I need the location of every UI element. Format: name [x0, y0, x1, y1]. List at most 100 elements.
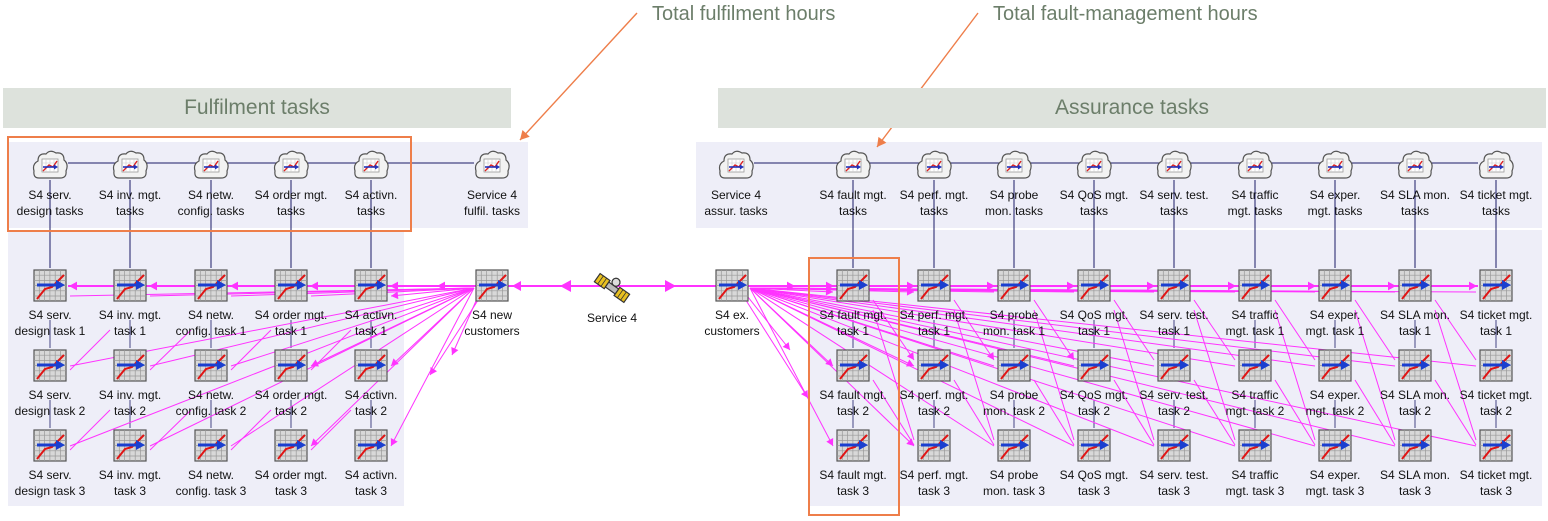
assur-task-0-3[interactable]: S4 fault mgt.task 3 [798, 428, 908, 500]
assur-task-1-1-label-line-1: S4 perf. mgt. [899, 308, 969, 322]
fulfil-task-0-1[interactable]: S4 serv.design task 1 [0, 268, 105, 340]
fulfil-task-2-2[interactable]: S4 netw.config. task 2 [156, 348, 266, 420]
a-cross-0-c [872, 379, 915, 446]
f-cross-2-b [230, 409, 272, 451]
assur-agg-4-label-line-1: S4 serv. test. [1139, 188, 1209, 202]
assur-task-6-1[interactable]: S4 exper.mgt. task 1 [1280, 268, 1390, 340]
a-cross-1-a [953, 299, 995, 361]
assur-task-8-1-label: S4 ticket mgt.task 1 [1460, 307, 1533, 339]
assur-task-1-2-label-line-1: S4 perf. mgt. [899, 388, 969, 402]
assur-agg-0[interactable]: S4 fault mgt.tasks [798, 148, 908, 220]
assur-task-4-2[interactable]: S4 serv. test.task 2 [1119, 348, 1229, 420]
fulfilment-banner-title: Fulfilment tasks [184, 96, 330, 119]
chart-icon [836, 349, 870, 382]
assur-task-6-2[interactable]: S4 exper.mgt. task 2 [1280, 348, 1390, 420]
new-to-f4-t3 [390, 287, 475, 447]
chart-icon [354, 349, 388, 382]
fulfil-task-4-1[interactable]: S4 activn.task 1 [316, 268, 426, 340]
fulfil-agg-2[interactable]: S4 netw.config. tasks [156, 148, 266, 220]
cloud-chart-icon [32, 150, 68, 179]
assur-task-7-1[interactable]: S4 SLA mon.task 1 [1360, 268, 1470, 340]
assur-agg-5-label-line-2: mgt. tasks [1227, 204, 1283, 218]
ex-down-2-arrow [800, 390, 808, 398]
fulfil-task-1-2[interactable]: S4 inv. mgt.task 2 [75, 348, 185, 420]
service-node[interactable]: Service 4 [567, 270, 657, 326]
fulfil-agg-1[interactable]: S4 inv. mgt.tasks [75, 148, 185, 220]
cloud-chart-icon [273, 150, 309, 179]
assur-agg-8[interactable]: S4 ticket mgt.tasks [1441, 148, 1548, 220]
chart-icon [33, 429, 67, 462]
fulfil-task-0-3[interactable]: S4 serv.design task 3 [0, 428, 105, 500]
assur-task-1-3[interactable]: S4 perf. mgt.task 3 [879, 428, 989, 500]
fulfil-task-3-3[interactable]: S4 order mgt.task 3 [236, 428, 346, 500]
a-cross-6-b [1354, 309, 1396, 441]
fulfil-task-2-3[interactable]: S4 netw.config. task 3 [156, 428, 266, 500]
assur-task-0-1[interactable]: S4 fault mgt.task 1 [798, 268, 908, 340]
assur-task-4-3[interactable]: S4 serv. test.task 3 [1119, 428, 1229, 500]
assur-task-8-3[interactable]: S4 ticket mgt.task 3 [1441, 428, 1548, 500]
fulfil-task-2-1[interactable]: S4 netw.config. task 1 [156, 268, 266, 340]
fulfil-agg-0-label: S4 serv.design tasks [17, 187, 84, 219]
existing-customers-node[interactable]: S4 ex.customers [677, 268, 787, 340]
assur-task-7-2[interactable]: S4 SLA mon.task 2 [1360, 348, 1470, 420]
assur-task-4-1[interactable]: S4 serv. test.task 1 [1119, 268, 1229, 340]
assur-task-1-2[interactable]: S4 perf. mgt.task 2 [879, 348, 989, 420]
assur-agg-7-label-line-2: tasks [1400, 204, 1429, 218]
fulfil-task-4-2-label: S4 activn.task 2 [345, 387, 398, 419]
assur-agg-1-label-line-2: tasks [919, 204, 948, 218]
fulfil-task-3-2-label: S4 order mgt.task 2 [255, 387, 328, 419]
fulfil-task-1-3[interactable]: S4 inv. mgt.task 3 [75, 428, 185, 500]
assur-task-3-1[interactable]: S4 QoS mgt.task 1 [1039, 268, 1149, 340]
fulfil-agg-0[interactable]: S4 serv.design tasks [0, 148, 105, 220]
assur-agg-6[interactable]: S4 exper.mgt. tasks [1280, 148, 1390, 220]
assur-task-3-3[interactable]: S4 QoS mgt.task 3 [1039, 428, 1149, 500]
assur-task-3-2[interactable]: S4 QoS mgt.task 2 [1039, 348, 1149, 420]
assur-task-0-1-label-line-2: task 1 [836, 324, 869, 338]
assur-task-6-3-label-line-1: S4 exper. [1309, 468, 1361, 482]
assur-task-6-1-label-line-1: S4 exper. [1309, 308, 1361, 322]
fulfil-task-4-2[interactable]: S4 activn.task 2 [316, 348, 426, 420]
assur-task-6-3[interactable]: S4 exper.mgt. task 3 [1280, 428, 1390, 500]
chart-icon [1318, 269, 1352, 302]
fulfil-task-0-2[interactable]: S4 serv.design task 2 [0, 348, 105, 420]
assur-task-8-2[interactable]: S4 ticket mgt.task 2 [1441, 348, 1548, 420]
ex-to-a3-t3 [749, 287, 1075, 447]
assur-task-8-1[interactable]: S4 ticket mgt.task 1 [1441, 268, 1548, 340]
a-cross-5-c [1274, 379, 1316, 446]
fulfil-agg-4[interactable]: S4 activn.tasks [316, 148, 426, 220]
assur-agg-8-label-line-2: tasks [1481, 204, 1510, 218]
fulfil-agg-3[interactable]: S4 order mgt.tasks [236, 148, 346, 220]
fulfil-task-3-1-label: S4 order mgt.task 1 [255, 307, 328, 339]
a-cross-5-b [1274, 309, 1316, 441]
assur-task-7-3[interactable]: S4 SLA mon.task 3 [1360, 428, 1470, 500]
fulfil-task-3-1[interactable]: S4 order mgt.task 1 [236, 268, 346, 340]
assur-agg-4-label-line-2: tasks [1159, 204, 1188, 218]
a-cross-2-a [1033, 299, 1075, 361]
fulfil-task-1-3-label-line-1: S4 inv. mgt. [98, 468, 162, 482]
assur-agg-3[interactable]: S4 QoS mgt.tasks [1039, 148, 1149, 220]
assur-task-1-1[interactable]: S4 perf. mgt.task 1 [879, 268, 989, 340]
fulfil-task-3-2[interactable]: S4 order mgt.task 2 [236, 348, 346, 420]
fulfil-task-4-3[interactable]: S4 activn.task 3 [316, 428, 426, 500]
f-cross-1-a [149, 329, 192, 371]
fulfil-main-arrow-4 [390, 281, 398, 291]
assur-agg-2-label-line-2: mon. tasks [984, 204, 1044, 218]
assur-agg-4[interactable]: S4 serv. test. tasks [1119, 148, 1229, 220]
fulfil-task-2-2-label-line-1: S4 netw. [187, 388, 235, 402]
fulfil-task-1-1[interactable]: S4 inv. mgt.task 1 [75, 268, 185, 340]
assur-task-0-2[interactable]: S4 fault mgt.task 2 [798, 348, 908, 420]
assur-agg-1[interactable]: S4 perf. mgt.tasks [879, 148, 989, 220]
assur-agg-7[interactable]: S4 SLA mon.tasks [1360, 148, 1470, 220]
